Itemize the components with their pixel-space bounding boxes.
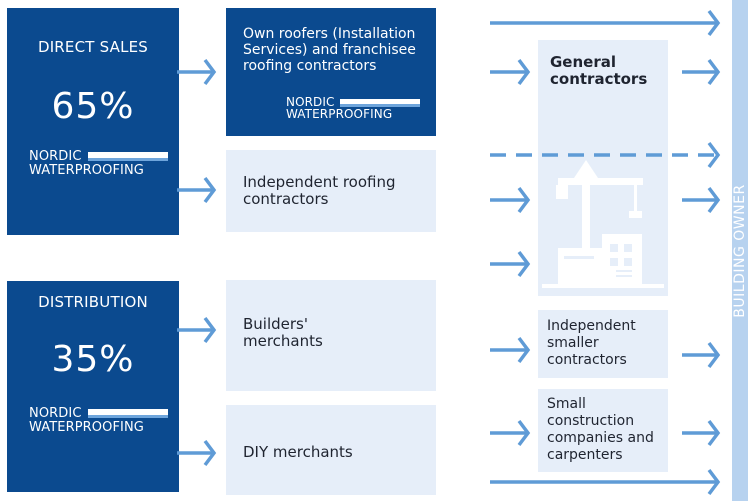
- small-construction-box: Small construction companies and carpent…: [538, 389, 668, 472]
- logo-text-waterproofing: WATERPROOFING: [29, 420, 144, 435]
- arrow-icon: [177, 176, 216, 204]
- direct-sales-logo: NORDIC WATERPROOFING: [29, 150, 168, 178]
- independent-smaller-text: Independent smaller contractors: [547, 318, 636, 368]
- dashed-arrow-icon: [490, 141, 720, 169]
- small-construction-text: Small construction companies and carpent…: [547, 396, 654, 463]
- own-roofers-text: Own roofers (Installation Services) and …: [243, 26, 416, 74]
- arrow-icon: [682, 58, 720, 86]
- arrow-icon: [490, 250, 530, 278]
- distribution-percent: 35%: [51, 339, 135, 380]
- arrow-icon: [177, 316, 216, 344]
- distribution-title: DISTRIBUTION: [38, 293, 148, 311]
- distribution-box: DISTRIBUTION 35% NORDIC WATERPROOFING: [7, 281, 179, 492]
- arrow-icon: [490, 336, 530, 364]
- builders-merchants-text: Builders' merchants: [243, 315, 323, 350]
- logo-text-nordic: NORDIC: [29, 406, 82, 421]
- distribution-logo: NORDIC WATERPROOFING: [29, 407, 168, 435]
- arrow-icon: [682, 419, 720, 447]
- logo-stripe-icon: [340, 98, 421, 107]
- arrow-icon: [177, 439, 216, 467]
- arrow-icon: [682, 341, 720, 369]
- builders-merchants-box: Builders' merchants: [226, 280, 436, 391]
- diy-merchants-text: DIY merchants: [243, 443, 353, 461]
- arrow-icon: [490, 419, 530, 447]
- arrow-icon: [490, 186, 530, 214]
- arrow-icon: [177, 58, 216, 86]
- own-roofers-logo: NORDIC WATERPROOFING: [286, 95, 421, 121]
- general-contractors-text: General contractors: [550, 53, 648, 88]
- own-roofers-box: Own roofers (Installation Services) and …: [226, 8, 436, 136]
- arrow-icon: [490, 58, 530, 86]
- independent-smaller-box: Independent smaller contractors: [538, 310, 668, 378]
- diy-merchants-box: DIY merchants: [226, 405, 436, 495]
- logo-stripe-icon: [87, 152, 168, 161]
- direct-sales-title: DIRECT SALES: [37, 38, 149, 56]
- direct-sales-box: DIRECT SALES 65% NORDIC WATERPROOFING: [7, 8, 179, 235]
- building-owner-bar: BUILDING OWNER: [732, 0, 748, 501]
- arrow-icon: [490, 9, 720, 37]
- logo-text-waterproofing: WATERPROOFING: [286, 107, 393, 121]
- general-contractors-box: General contractors: [538, 40, 668, 296]
- direct-sales-percent: 65%: [51, 86, 135, 127]
- logo-text-waterproofing: WATERPROOFING: [29, 163, 144, 178]
- arrow-icon: [490, 468, 720, 496]
- independent-roofing-box: Independent roofing contractors: [226, 150, 436, 232]
- crane-building-icon: [542, 160, 664, 288]
- independent-roofing-text: Independent roofing contractors: [243, 173, 396, 208]
- arrow-icon: [682, 186, 720, 214]
- logo-stripe-icon: [87, 409, 168, 418]
- logo-text-nordic: NORDIC: [286, 95, 335, 109]
- logo-text-nordic: NORDIC: [29, 149, 82, 164]
